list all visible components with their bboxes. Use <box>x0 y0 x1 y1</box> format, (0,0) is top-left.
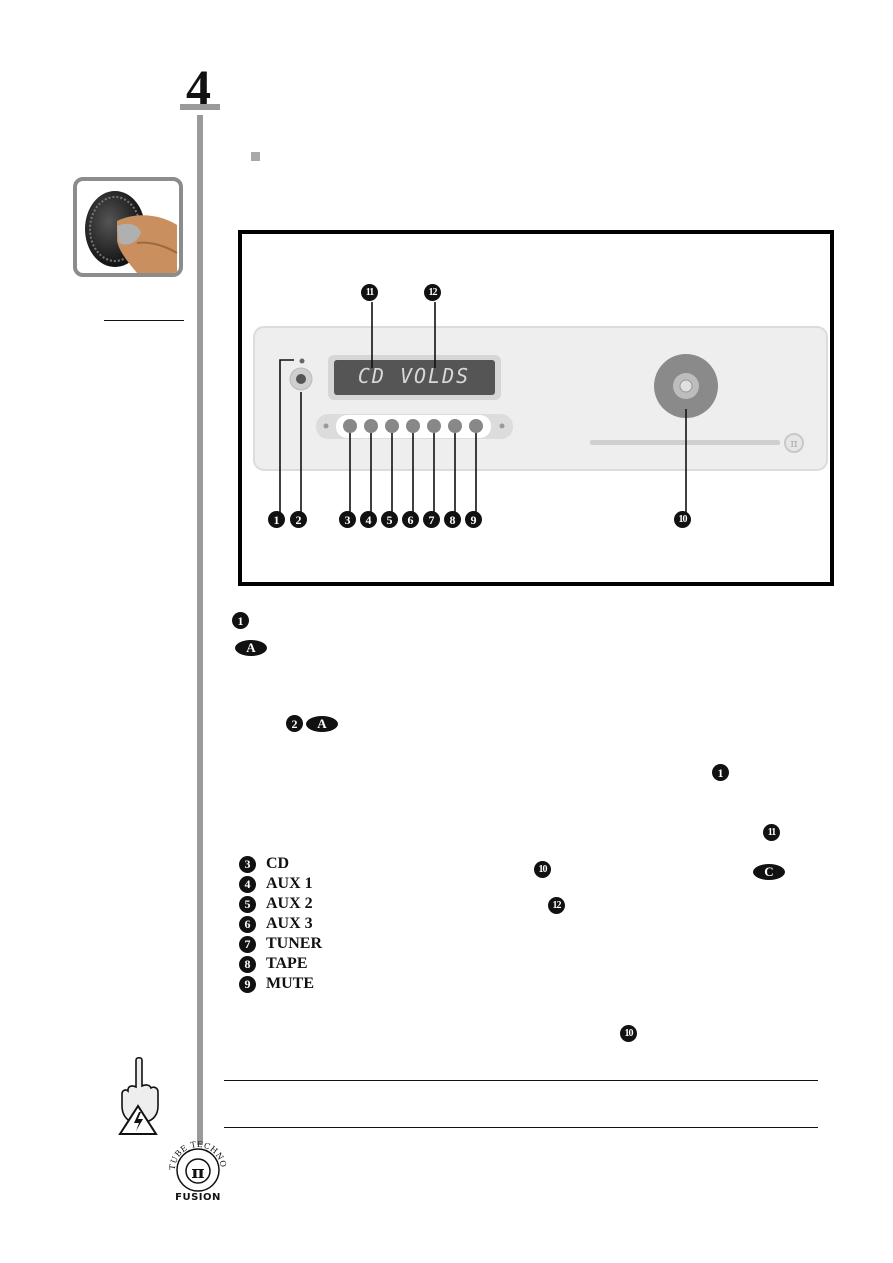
ref-marker-12: 12 <box>548 897 565 914</box>
source-item: 8 TAPE <box>239 954 322 974</box>
source-num: 7 <box>239 935 256 953</box>
front-panel-figure: π <box>238 230 834 586</box>
source-num: 5 <box>239 895 256 913</box>
source-item: 3 CD <box>239 854 322 874</box>
callout-7: 7 <box>423 511 440 528</box>
display-readout: CD VOLDS <box>357 364 471 388</box>
callout-12: 12 <box>424 284 441 301</box>
source-label: MUTE <box>266 975 314 992</box>
ref-marker-1-b: 1 <box>712 764 729 781</box>
front-panel-drawing: π <box>253 302 828 514</box>
svg-text:π: π <box>790 437 797 450</box>
ref-marker-c: C <box>753 864 785 880</box>
source-num: 3 <box>239 855 256 873</box>
callout-9: 9 <box>465 511 482 528</box>
source-label: TAPE <box>266 955 308 972</box>
chapter-underline <box>180 104 220 110</box>
ref-marker-1: 1 <box>232 612 249 629</box>
page-spine-bar <box>197 115 203 1145</box>
source-item: 7 TUNER <box>239 934 322 954</box>
brand-name: FUSION <box>175 1192 221 1203</box>
source-label: AUX 2 <box>266 895 313 912</box>
source-item: 9 MUTE <box>239 974 322 994</box>
ref-marker-a: A <box>235 640 267 656</box>
knob-hand-icon <box>73 177 183 277</box>
source-num: 9 <box>239 975 256 993</box>
ref-marker-10-b: 10 <box>620 1025 637 1042</box>
ref-marker-11: 11 <box>763 824 780 841</box>
source-label: AUX 3 <box>266 915 313 932</box>
callout-1: 1 <box>268 511 285 528</box>
callout-8: 8 <box>444 511 461 528</box>
callout-10: 10 <box>674 511 691 528</box>
callout-4: 4 <box>360 511 377 528</box>
ref-marker-10: 10 <box>534 861 551 878</box>
section-bullet <box>251 152 260 161</box>
source-label: TUNER <box>266 935 323 952</box>
logo-seal-icon: TUBE TECHNOLOGY π <box>162 1133 227 1192</box>
callout-2: 2 <box>290 511 307 528</box>
source-item: 5 AUX 2 <box>239 894 322 914</box>
callout-11: 11 <box>361 284 378 301</box>
warning-hand-icon <box>114 1056 162 1136</box>
ref-marker-2: 2 <box>286 715 303 732</box>
svg-text:π: π <box>191 1162 204 1183</box>
ref-marker-a-2: A <box>306 716 338 732</box>
warning-rule-top <box>224 1080 818 1081</box>
callout-6: 6 <box>402 511 419 528</box>
source-label: AUX 1 <box>266 875 313 892</box>
source-item: 6 AUX 3 <box>239 914 322 934</box>
source-num: 4 <box>239 875 256 893</box>
brand-logo: TUBE TECHNOLOGY π FUSION <box>162 1133 230 1206</box>
source-label: CD <box>266 855 290 872</box>
source-num: 8 <box>239 955 256 973</box>
source-num: 6 <box>239 915 256 933</box>
source-item: 4 AUX 1 <box>239 874 322 894</box>
callout-5: 5 <box>381 511 398 528</box>
callout-3: 3 <box>339 511 356 528</box>
side-divider <box>104 320 184 321</box>
warning-rule-bottom <box>224 1127 818 1128</box>
chapter-number: 4 <box>186 59 211 115</box>
